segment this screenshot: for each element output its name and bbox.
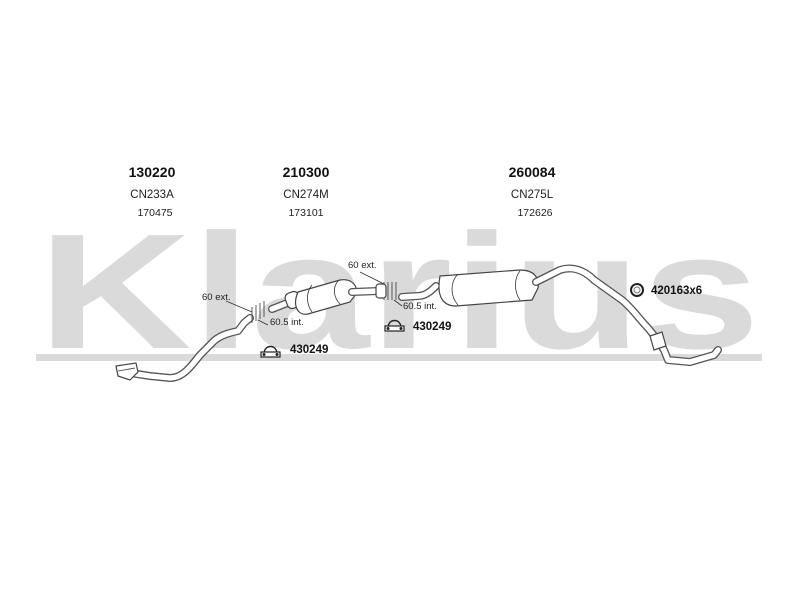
part-label-front-pipe: 130220 CN233A 170475 [129, 164, 176, 219]
joint-1-drawing [225, 300, 269, 326]
part-code: 170475 [137, 207, 172, 219]
front-pipe-drawing [115, 314, 254, 382]
part-code: 172626 [517, 207, 552, 219]
watermark-band [36, 354, 762, 361]
annotation-ext-1: 60 ext. [202, 292, 231, 303]
part-label-rear-silencer: 260084 CN275L 172626 [509, 164, 556, 219]
part-number: 260084 [509, 164, 556, 180]
annotation-ext-2: 60 ext. [348, 260, 377, 271]
part-code: 173101 [288, 207, 323, 219]
part-label-middle-silencer: 210300 CN274M 173101 [283, 164, 330, 219]
clamp-accessory-2: 430249 [384, 319, 451, 333]
joint-2-drawing [359, 271, 403, 307]
clamp-accessory-1: 430249 [260, 344, 328, 358]
part-ref: CN233A [130, 189, 174, 201]
middle-silencer-drawing [268, 279, 382, 315]
part-ref: CN275L [511, 189, 554, 201]
part-number: 130220 [129, 164, 176, 180]
part-ref: CN274M [283, 189, 328, 201]
ring-part-number: 420163x6 [651, 285, 702, 297]
clamp-icon [384, 319, 405, 332]
part-number: 210300 [283, 164, 330, 180]
rear-silencer-drawing [398, 264, 722, 366]
rubber-ring-accessory: 420163x6 [630, 283, 702, 297]
clamp-part-number: 430249 [413, 321, 451, 333]
annotation-int-1: 60.5 int. [270, 317, 304, 328]
clamp-part-number: 430249 [290, 344, 328, 356]
rubber-ring-icon [630, 283, 644, 297]
annotation-int-2: 60.5 int. [403, 301, 437, 312]
clamp-icon [260, 345, 281, 358]
